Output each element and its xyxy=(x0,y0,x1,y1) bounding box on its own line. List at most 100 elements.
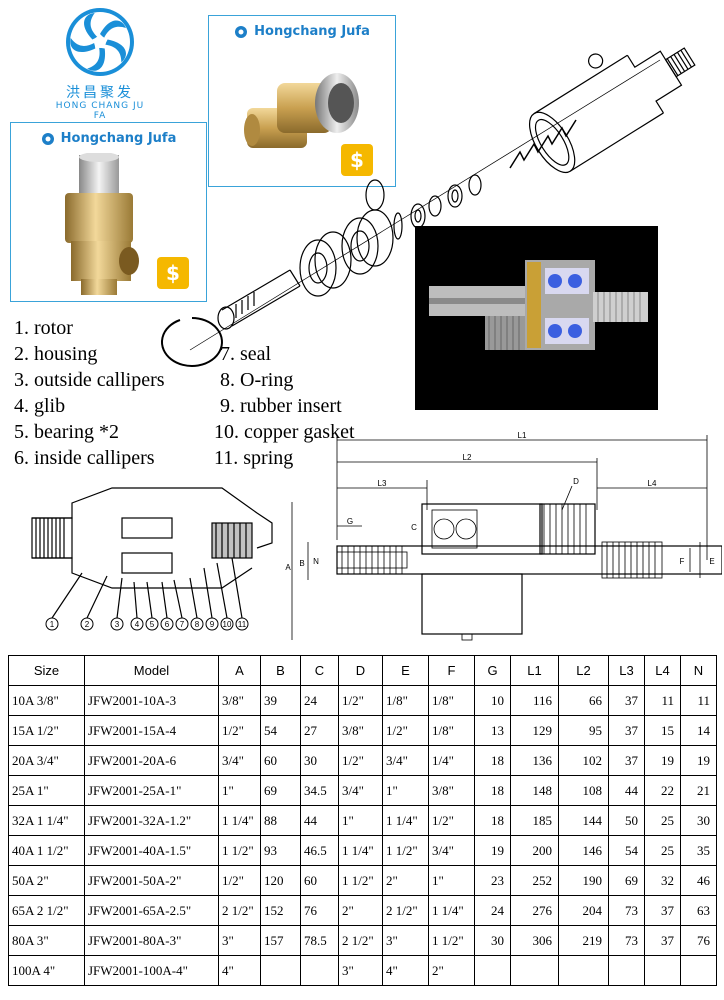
table-cell: 2 1/2" xyxy=(218,895,261,926)
table-cell: 11 xyxy=(680,685,717,716)
table-cell: 1 1/2" xyxy=(218,835,261,866)
table-cell xyxy=(644,955,681,986)
column-header: C xyxy=(300,655,339,686)
part-item: 7. seal xyxy=(220,343,272,365)
table-cell: 1/2" xyxy=(382,715,429,746)
table-cell: 3/8" xyxy=(338,715,383,746)
table-cell xyxy=(474,955,511,986)
table-cell: 1/4" xyxy=(428,745,475,776)
table-cell: 37 xyxy=(608,745,645,776)
table-cell: 24 xyxy=(300,685,339,716)
part-item: 11. spring xyxy=(214,447,294,469)
table-cell: 54 xyxy=(608,835,645,866)
table-cell: 60 xyxy=(260,745,301,776)
table-cell: 2 1/2" xyxy=(338,925,383,956)
table-cell: 32A 1 1/4" xyxy=(8,805,85,836)
table-cell: 66 xyxy=(558,685,609,716)
table-cell: 30 xyxy=(474,925,511,956)
callout-7: 7 xyxy=(180,620,185,629)
table-cell: JFW2001-10A-3 xyxy=(84,685,219,716)
cutaway-render-image xyxy=(415,226,658,410)
table-cell: 1 1/2" xyxy=(428,925,475,956)
table-cell: 1 1/4" xyxy=(218,805,261,836)
dim-c: C xyxy=(411,523,417,532)
dim-l2: L2 xyxy=(463,453,472,462)
table-cell: 14 xyxy=(680,715,717,746)
table-cell: 30 xyxy=(300,745,339,776)
straight-joint-product-image xyxy=(65,153,139,295)
table-cell: 37 xyxy=(608,685,645,716)
part-item: 6. inside callipers xyxy=(14,447,155,469)
table-cell: 3/8" xyxy=(428,775,475,806)
dim-d: D xyxy=(573,477,579,486)
table-cell: 144 xyxy=(558,805,609,836)
cross-section-sketch: 1 2 3 4 5 6 7 8 9 10 11 xyxy=(31,487,273,631)
column-header: L1 xyxy=(510,655,559,686)
brand-name: Hongchang Jufa xyxy=(254,24,370,39)
dim-a: A xyxy=(285,563,291,572)
column-header: Model xyxy=(84,655,219,686)
dim-g: G xyxy=(347,517,353,526)
column-header: F xyxy=(428,655,475,686)
table-cell: JFW2001-20A-6 xyxy=(84,745,219,776)
logo-english-text: HONG CHANG JU FA xyxy=(55,101,145,121)
table-cell: 19 xyxy=(474,835,511,866)
table-cell: 80A 3" xyxy=(8,925,85,956)
column-header: N xyxy=(680,655,717,686)
column-header: D xyxy=(338,655,383,686)
column-header: B xyxy=(260,655,301,686)
table-cell: 1/8" xyxy=(382,685,429,716)
table-cell: 3/4" xyxy=(338,775,383,806)
dim-b: B xyxy=(299,559,304,568)
column-header: L3 xyxy=(608,655,645,686)
table-cell: 1 1/2" xyxy=(382,835,429,866)
dim-n: N xyxy=(313,557,319,566)
part-item: 3. outside callipers xyxy=(14,369,165,391)
table-cell: JFW2001-80A-3" xyxy=(84,925,219,956)
table-cell: 60 xyxy=(300,865,339,896)
table-cell: 3/4" xyxy=(428,835,475,866)
table-cell: 204 xyxy=(558,895,609,926)
table-cell: 2 1/2" xyxy=(382,895,429,926)
table-cell: 3/4" xyxy=(218,745,261,776)
table-cell: 37 xyxy=(608,715,645,746)
table-cell: 63 xyxy=(680,895,717,926)
table-cell xyxy=(680,955,717,986)
table-cell: JFW2001-50A-2" xyxy=(84,865,219,896)
table-cell: 146 xyxy=(558,835,609,866)
part-item: 9. rubber insert xyxy=(220,395,342,417)
callout-8: 8 xyxy=(195,620,200,629)
table-cell: 50A 2" xyxy=(8,865,85,896)
exploded-view-diagram xyxy=(161,47,696,367)
table-cell: 32 xyxy=(644,865,681,896)
table-cell: 4" xyxy=(382,955,429,986)
table-cell: 37 xyxy=(644,895,681,926)
table-cell: 102 xyxy=(558,745,609,776)
table-cell: 2" xyxy=(428,955,475,986)
callout-3: 3 xyxy=(115,620,120,629)
table-cell: JFW2001-100A-4" xyxy=(84,955,219,986)
column-header: L4 xyxy=(644,655,681,686)
table-cell: 148 xyxy=(510,775,559,806)
part-item: 8. O-ring xyxy=(220,369,294,391)
part-item: 5. bearing *2 xyxy=(14,421,119,443)
callout-2: 2 xyxy=(85,620,90,629)
table-cell: 219 xyxy=(558,925,609,956)
table-cell: JFW2001-15A-4 xyxy=(84,715,219,746)
table-cell: 25A 1" xyxy=(8,775,85,806)
part-item: 10. copper gasket xyxy=(214,421,355,443)
price-tag-icon: $ xyxy=(341,144,373,176)
table-cell: 3" xyxy=(382,925,429,956)
table-cell: 1 1/4" xyxy=(428,895,475,926)
table-cell: 1/8" xyxy=(428,715,475,746)
table-cell: 78.5 xyxy=(300,925,339,956)
table-cell: 4" xyxy=(218,955,261,986)
